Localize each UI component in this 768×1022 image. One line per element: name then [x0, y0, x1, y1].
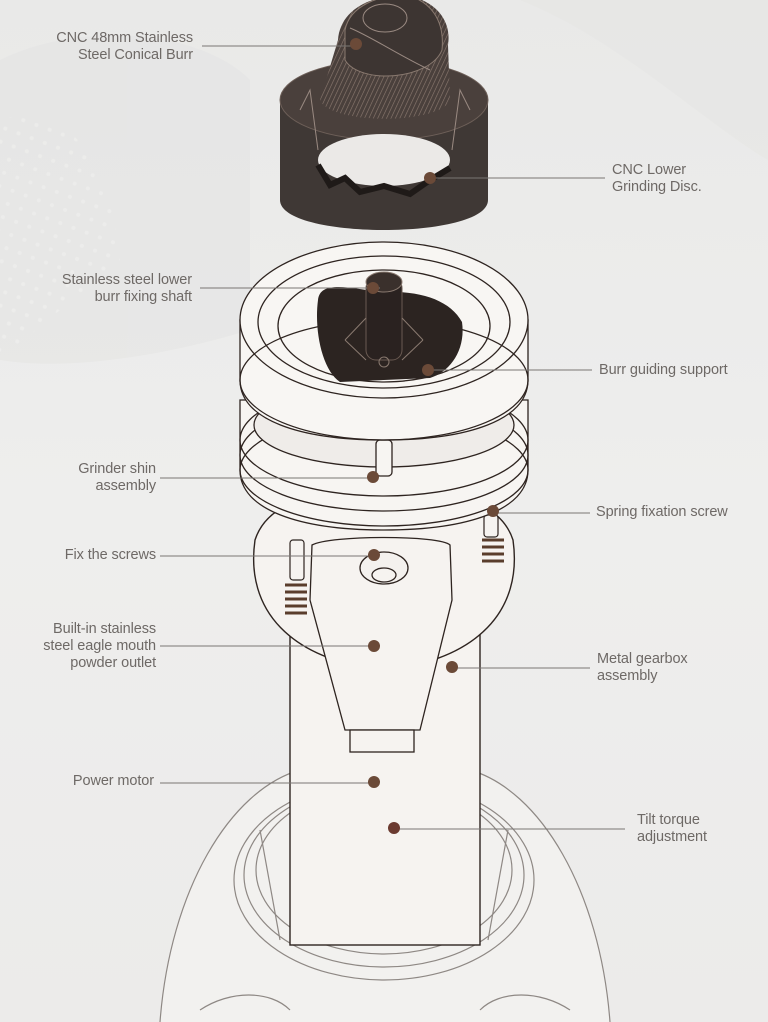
marker-dot-c10: [368, 776, 380, 788]
callout-powder-outlet: Built-in stainless steel eagle mouth pow…: [43, 621, 156, 671]
marker-dot-c1: [350, 38, 362, 50]
marker-dot-c4: [422, 364, 434, 376]
background-hopper-shape: [0, 0, 768, 364]
callout-metal-gearbox: Metal gearbox assembly: [597, 651, 688, 684]
leader-lines: [160, 45, 625, 830]
marker-dot-c11: [388, 822, 400, 834]
powder-outlet: [309, 536, 453, 753]
callout-conical-burr: CNC 48mm Stainless Steel Conical Burr: [56, 30, 193, 63]
callout-fix-the-screws: Fix the screws: [64, 547, 156, 563]
burr-guiding-support: [316, 271, 463, 382]
marker-dot-c6: [487, 505, 499, 517]
callout-tilt-torque: Tilt torque adjustment: [637, 812, 707, 845]
callout-burr-guiding-support: Burr guiding support: [599, 362, 728, 378]
callout-power-motor: Power motor: [72, 773, 154, 789]
callout-grinder-shin-assembly: Grinder shin assembly: [78, 461, 156, 494]
marker-dot-c7: [368, 549, 380, 561]
springs: [285, 538, 504, 615]
callout-spring-fixation-screw: Spring fixation screw: [596, 504, 728, 520]
marker-dot-c5: [367, 471, 379, 483]
callout-fixing-shaft: Stainless steel lower burr fixing shaft: [61, 272, 192, 305]
callout-lower-grinding-disc: CNC Lower Grinding Disc.: [612, 162, 702, 195]
marker-dot-c9: [446, 661, 458, 673]
conical-burr: [320, 0, 450, 119]
marker-dot-c3: [367, 282, 379, 294]
marker-dots: [350, 38, 499, 834]
marker-dot-c2: [424, 172, 436, 184]
marker-dot-c8: [368, 640, 380, 652]
